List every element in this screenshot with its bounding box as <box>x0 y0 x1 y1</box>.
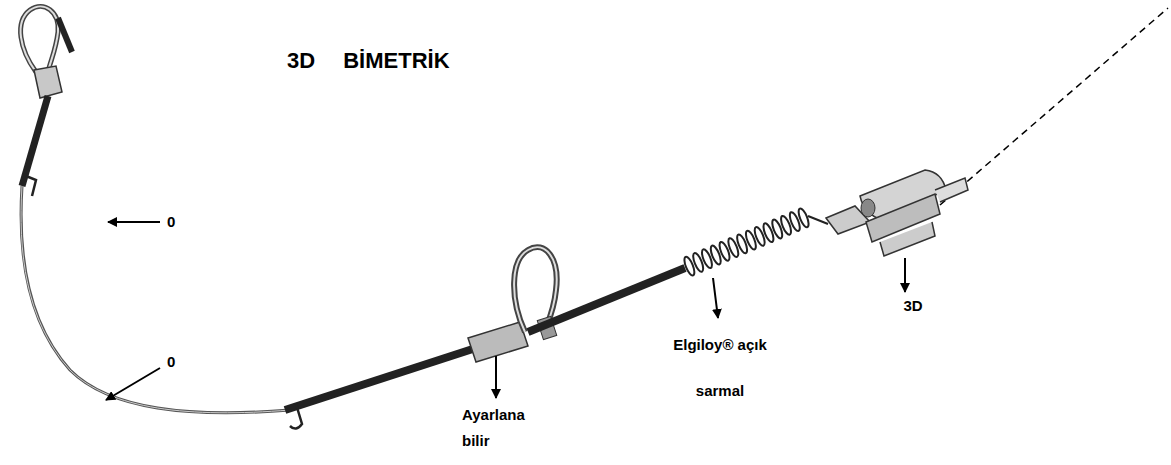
upper-hook <box>26 176 36 196</box>
leader-arrow <box>108 221 160 223</box>
leader-arrow <box>713 278 718 318</box>
wire-highlight <box>21 186 290 413</box>
dashed-line <box>940 8 1168 205</box>
part-label: Elgiloy® açık sarmal <box>660 322 780 414</box>
part-label: 3D <box>893 296 933 316</box>
part-label: Ayarlana bilir <box>462 402 538 454</box>
callout-number: 0 <box>167 212 175 232</box>
leader-arrow <box>904 258 906 292</box>
adjustable-sleeve <box>468 322 528 362</box>
callout-number: 0 <box>167 352 175 372</box>
upper-loop-inner <box>21 6 59 72</box>
spring-rod <box>528 268 685 332</box>
leader-arrow <box>106 368 160 400</box>
lower-rod <box>285 345 485 410</box>
leader-arrow <box>495 356 497 398</box>
upper-sleeve <box>34 66 62 98</box>
upper-pin <box>58 18 72 52</box>
wire <box>21 186 290 413</box>
lower-hook <box>290 404 302 429</box>
coil-spring <box>682 207 828 276</box>
upper-rod <box>22 96 48 186</box>
upper-loop <box>21 6 59 72</box>
clip-3d <box>826 170 968 256</box>
diagram-title: 3D BİMETRİK <box>287 48 450 74</box>
